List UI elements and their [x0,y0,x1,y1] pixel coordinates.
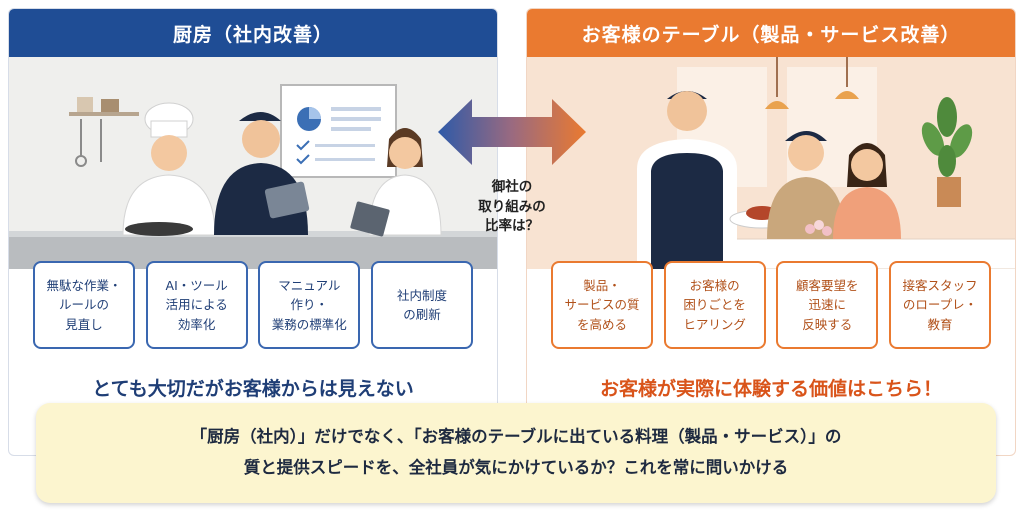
kitchen-summary: とても大切だがお客様からは見えない [92,378,414,400]
customer-card: お客様の 困りごとを ヒアリング [663,261,766,349]
banner-line-2: 質と提供スピードを、全社員が気にかけているか？これを常に問いかける [243,458,789,477]
customer-table-header: お客様のテーブル（製品・サービス改善） [527,9,1015,57]
customer-cards: 製品・ サービスの質 を高める お客様の 困りごとを ヒアリング 顧客要望を 迅… [527,261,1015,349]
kitchen-illustration [9,57,497,269]
customer-card: 製品・ サービスの質 を高める [551,261,653,349]
kitchen-card: AI・ツール 活用による 効率化 [145,261,248,349]
customer-table-panel: お客様のテーブル（製品・サービス改善） [526,8,1016,456]
kitchen-cards: 無駄な作業・ ルールの 見直し AI・ツール 活用による 効率化 マニュアル 作… [9,261,497,349]
banner-line-1: 「厨房（社内）」だけでなく、「お客様のテーブルに出ている料理（製品・サービス）」… [190,427,842,447]
double-arrow-icon [438,99,586,165]
customer-summary: お客様が実際に体験する価値はこちら！ [599,378,942,400]
kitchen-card: 社内制度 の刷新 [370,261,473,349]
kitchen-card: 無駄な作業・ ルールの 見直し [33,261,135,349]
kitchen-card: マニュアル 作り・ 業務の標準化 [258,261,361,349]
kitchen-header: 厨房（社内改善） [9,9,497,57]
customer-card: 顧客要望を 迅速に 反映する [776,261,879,349]
message-banner: 「厨房（社内）」だけでなく、「お客様のテーブルに出ている料理（製品・サービス）」… [36,403,996,503]
kitchen-panel: 厨房（社内改善） [8,8,498,456]
ratio-question: 御社の 取り組みの 比率は？ [478,179,546,235]
customer-card: 接客スタッフ のロープレ・ 教育 [888,261,991,349]
restaurant-illustration [527,57,1015,269]
